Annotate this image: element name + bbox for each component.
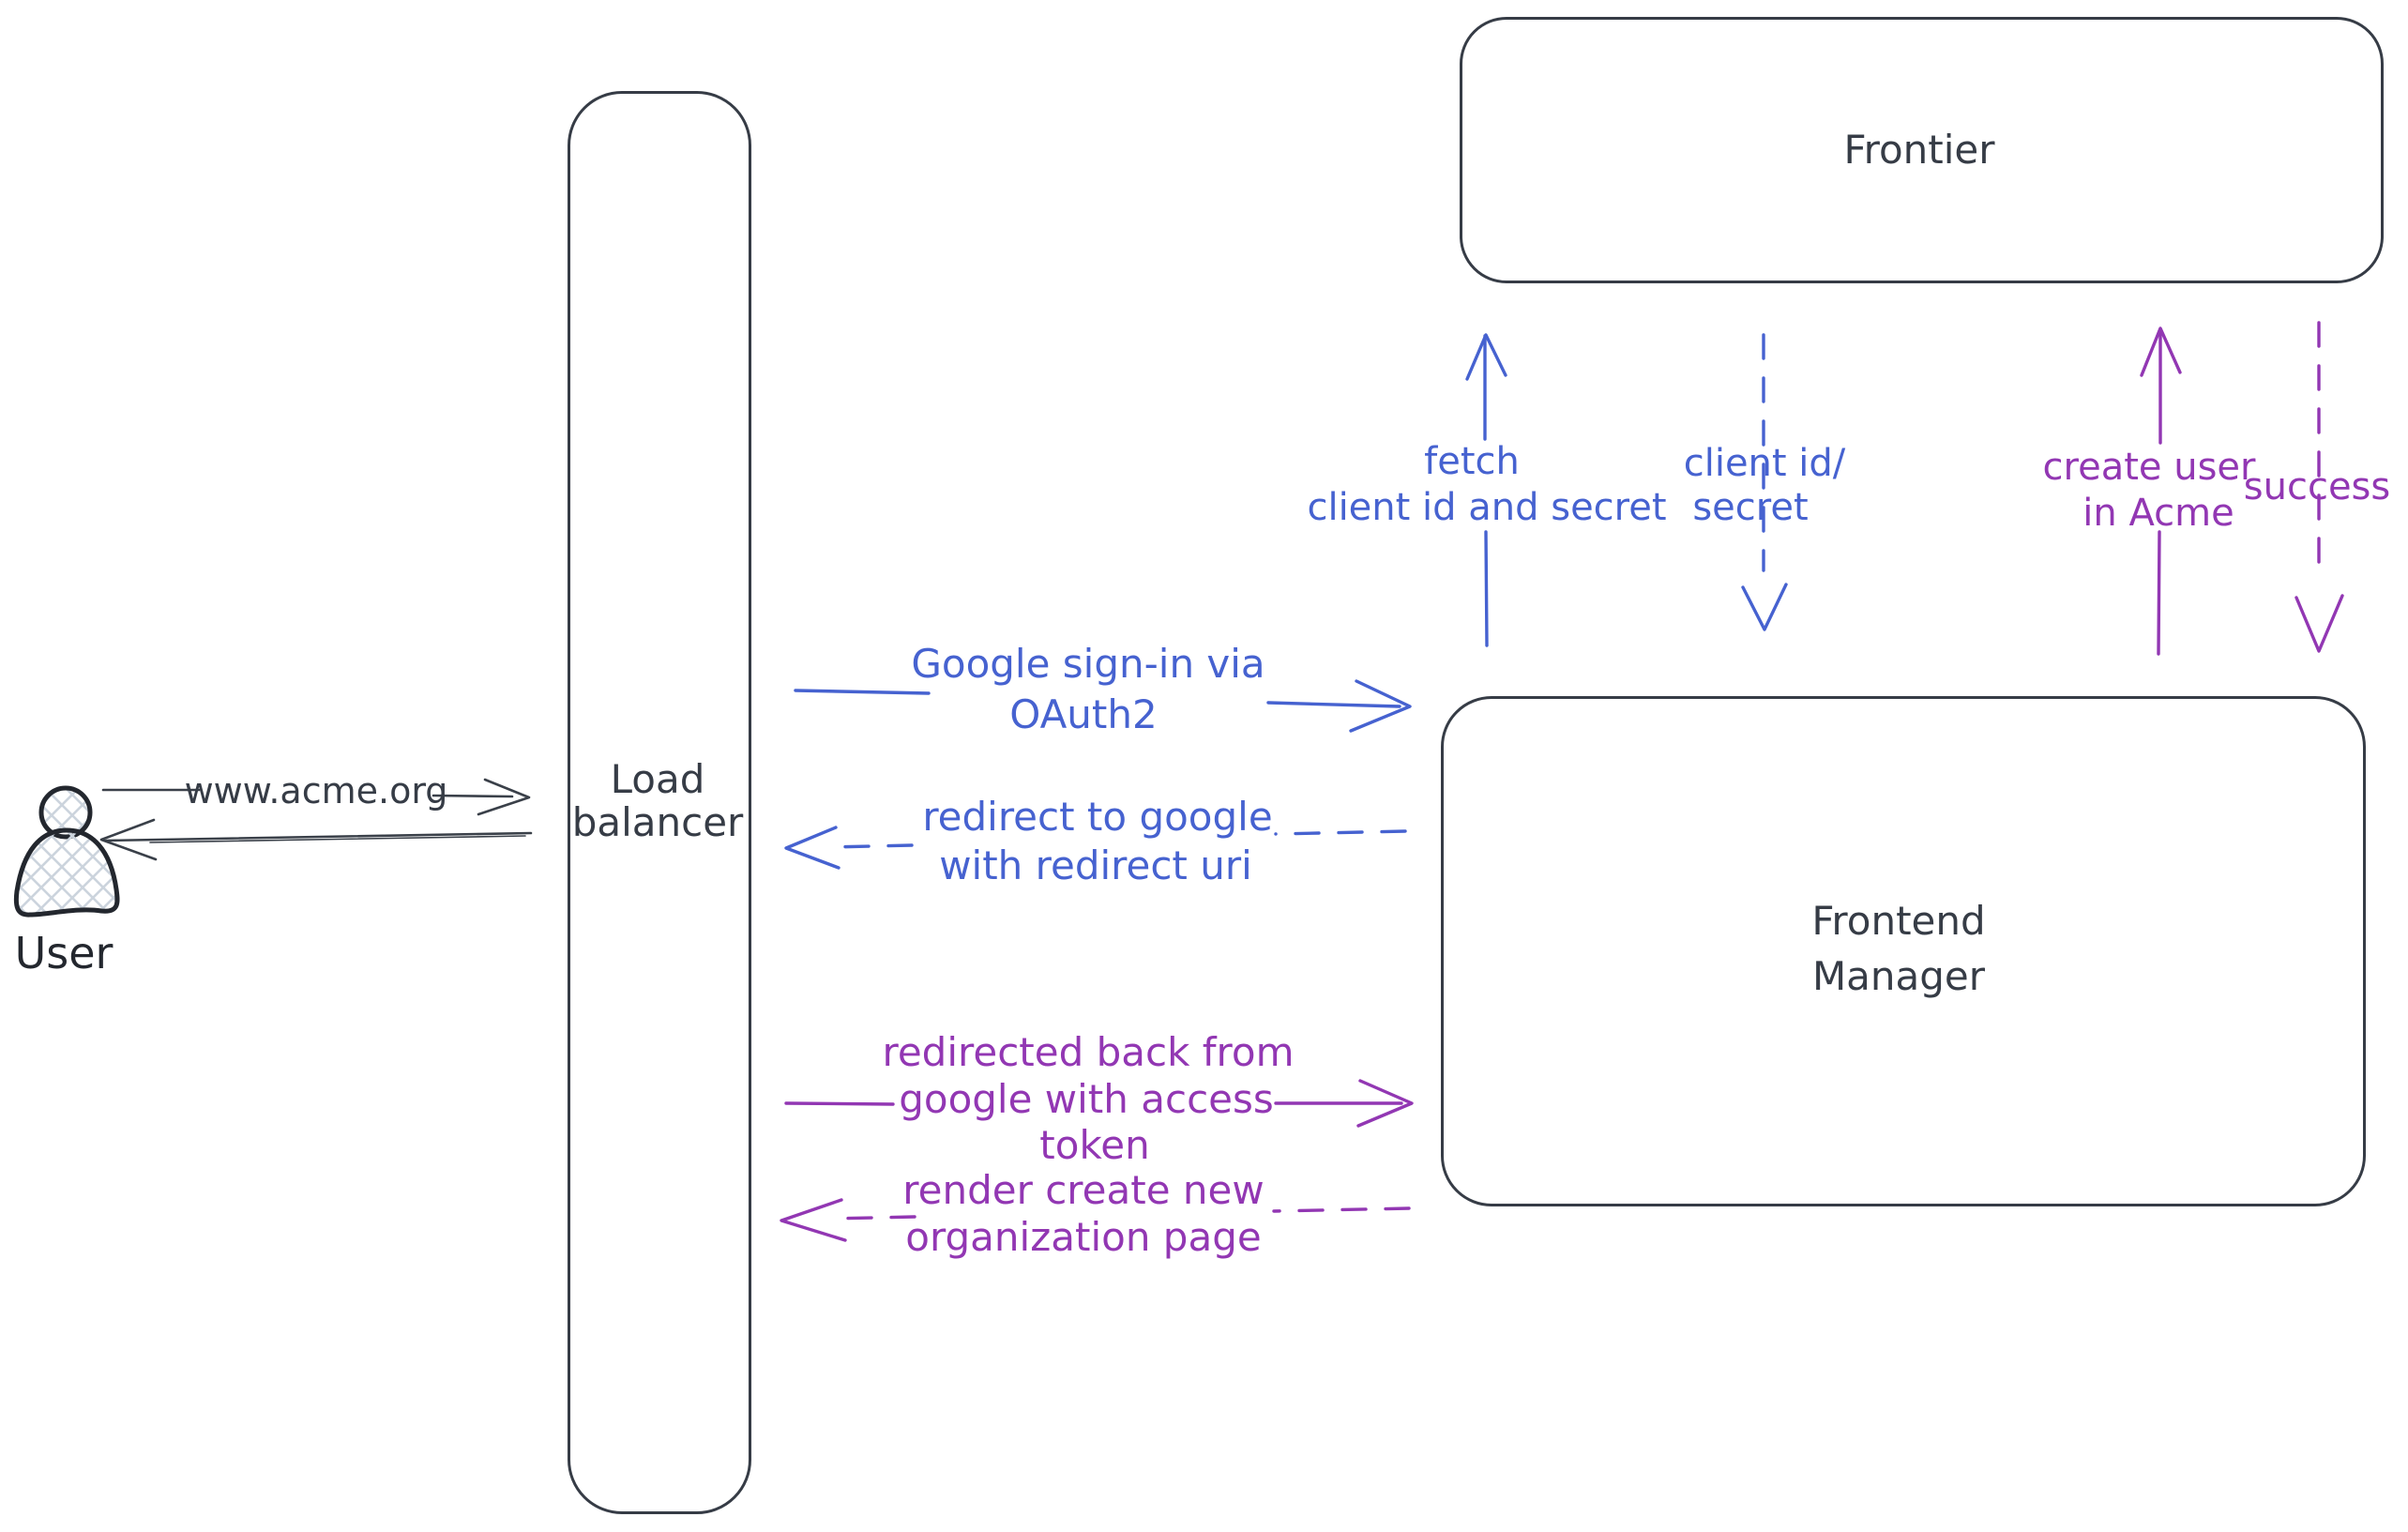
edge-render-org-page-arrow [780,1198,1411,1242]
frontend-manager-label-line2: Manager [1811,953,1986,999]
user-label: User [14,928,114,978]
load-balancer-node [568,91,751,1514]
edge-client-id-secret-label-line1: client id/ [1683,442,1846,485]
edge-redirected-back-label-line3: token [1039,1122,1150,1168]
edge-render-org-page-label-line1: render create new [902,1167,1265,1213]
edge-create-user-arrow [2140,326,2182,656]
edge-redirected-back-arrow [784,1079,1414,1128]
user-icon [13,785,120,918]
edge-fetch-secret-arrow [1465,333,1507,647]
edge-google-signin-arrow [794,679,1412,733]
edge-visit-site-arrow [101,778,531,816]
frontier-label: Frontier [1843,127,1995,173]
edge-redirect-google-arrow [784,826,1407,870]
edge-fetch-secret-label-line2: client id and secret [1307,486,1667,529]
load-balancer-label-line1: Load [610,756,705,802]
edge-response-arrow [99,818,533,861]
edge-redirect-google-label-line2: with redirect uri [939,842,1252,888]
frontend-manager-label-line1: Frontend [1811,898,1986,944]
edge-render-org-page-label-line2: organization page [905,1214,1262,1260]
edge-google-signin-label-line2: OAuth2 [1009,691,1158,737]
edge-client-id-secret-arrow [1741,333,1788,631]
edge-create-user-label-line2: in Acme [2082,492,2234,535]
edge-google-signin-label-line1: Google sign-in via [911,641,1265,687]
edge-success-label: success [2243,465,2391,508]
edge-fetch-secret-label-line1: fetch [1424,440,1520,483]
edge-success-arrow [2294,321,2344,653]
user-body [13,827,120,918]
edge-visit-site-label: www.acme.org [184,770,448,812]
edge-redirected-back-label-line2: google with access [899,1076,1274,1122]
edge-redirect-google-label-line1: redirect to google [922,794,1273,840]
edge-redirected-back-label-line1: redirected back from [882,1029,1295,1075]
frontier-node [1460,17,2384,283]
frontend-manager-node [1441,696,2366,1206]
load-balancer-label-line2: balancer [571,799,744,845]
edge-create-user-label-line1: create user [2042,446,2256,489]
edge-client-id-secret-label-line2: secret [1692,486,1809,529]
